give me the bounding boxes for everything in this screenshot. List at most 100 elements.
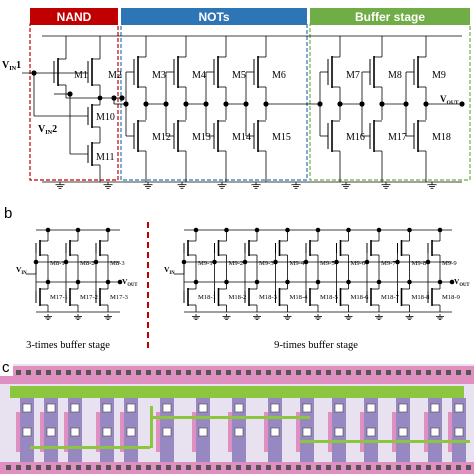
layout-contact [216, 370, 221, 375]
label-m9-8: M9-8 [412, 260, 427, 267]
layout-via [270, 403, 280, 413]
node-dot [224, 279, 229, 285]
node-dot [45, 279, 51, 285]
nots-group-header [121, 8, 307, 25]
layout-contact [136, 465, 141, 470]
vout-dot [449, 279, 455, 285]
label-m4: M4 [192, 70, 206, 81]
layout-contact [26, 465, 31, 470]
gate-node-dot [403, 101, 409, 107]
label-m13: M13 [192, 132, 211, 143]
layout-contact [176, 465, 181, 470]
layout-interconnect [30, 446, 150, 449]
layout-contact [306, 465, 311, 470]
layout-contact [146, 465, 151, 470]
layout-metal-strap [328, 412, 332, 452]
layout-contact [296, 370, 301, 375]
layout-contact [6, 465, 11, 470]
caption-9-times-buffer: 9-times buffer stage [274, 340, 358, 351]
layout-via [302, 403, 312, 413]
node-dot [119, 95, 125, 101]
vout-dot [117, 279, 123, 285]
layout-via [398, 403, 408, 413]
node-dot [193, 227, 199, 233]
layout-contact [396, 465, 401, 470]
layout-via [126, 427, 136, 437]
layout-metal-strap [264, 412, 268, 452]
panel-c-letter: c [2, 359, 10, 376]
label-m17: M17 [388, 132, 407, 143]
gate-node-dot [317, 101, 323, 107]
layout-contact [206, 465, 211, 470]
layout-contact [146, 370, 151, 375]
node-dot [407, 227, 412, 233]
layout-via [454, 403, 464, 413]
layout-contact [226, 465, 231, 470]
pmos-m1 [53, 58, 66, 86]
label-vin2: VIN2 [38, 124, 57, 136]
pmos-m3 [133, 56, 146, 88]
label-m18-9: M18-9 [442, 294, 461, 301]
layout-metal-strap [96, 412, 100, 452]
layout-contact [276, 465, 281, 470]
layout-contact [386, 370, 391, 375]
label-m14: M14 [232, 132, 251, 143]
layout-contact [416, 465, 421, 470]
pmos-m2 [87, 58, 100, 86]
label-m8-3: M8-3 [110, 260, 125, 267]
layout-contact [456, 465, 461, 470]
buf9-label-vout: VOUT [454, 277, 470, 288]
layout-metal-strap [296, 412, 300, 452]
layout-via [198, 427, 208, 437]
layout-contact [276, 370, 281, 375]
label-m17-2: M17-2 [80, 294, 98, 301]
buf9-pmos-5 [305, 240, 318, 256]
node-dot [75, 279, 81, 285]
layout-via [366, 427, 376, 437]
layout-contact [196, 370, 201, 375]
node-dot [346, 227, 351, 233]
layout-metal-strap [392, 412, 396, 452]
pmos-m6 [253, 56, 266, 88]
buf9-pmos-9 [427, 240, 440, 256]
layout-contact [326, 465, 331, 470]
label-m12: M12 [152, 132, 171, 143]
layout-via [454, 427, 464, 437]
layout-contact [256, 370, 261, 375]
layout-contact [446, 465, 451, 470]
nmos-m15 [253, 120, 266, 152]
layout-contact [66, 370, 71, 375]
gate-node-dot [203, 101, 209, 107]
layout-contact [436, 465, 441, 470]
node-dot [285, 227, 290, 233]
layout-contact [126, 465, 131, 470]
label-vin1: VIN1 [2, 60, 21, 72]
nots-group-title: NOTs [198, 10, 229, 24]
layout-contact [246, 370, 251, 375]
pmos-m7 [327, 56, 340, 88]
layout-metal-strap [360, 412, 364, 452]
layout-contact [96, 465, 101, 470]
layout-contact [326, 370, 331, 375]
layout-contact [386, 465, 391, 470]
label-m10: M10 [96, 112, 115, 123]
label-m18-8: M18-8 [412, 294, 431, 301]
label-m5: M5 [232, 70, 246, 81]
nmos-m17 [369, 120, 382, 152]
layout-via [198, 403, 208, 413]
layout-metal-strap [40, 412, 44, 452]
node-dot [407, 279, 412, 285]
buf3-label-vout: VOUT [122, 277, 138, 288]
layout-contact [86, 465, 91, 470]
label-m17-3: M17-3 [110, 294, 129, 301]
node-dot [315, 227, 321, 233]
layout-via [22, 403, 32, 413]
layout-contact [356, 370, 361, 375]
layout-metal-strap [16, 412, 20, 452]
layout-contact [466, 465, 471, 470]
label-m15: M15 [272, 132, 291, 143]
node-dot [105, 227, 111, 233]
layout-contact [366, 370, 371, 375]
